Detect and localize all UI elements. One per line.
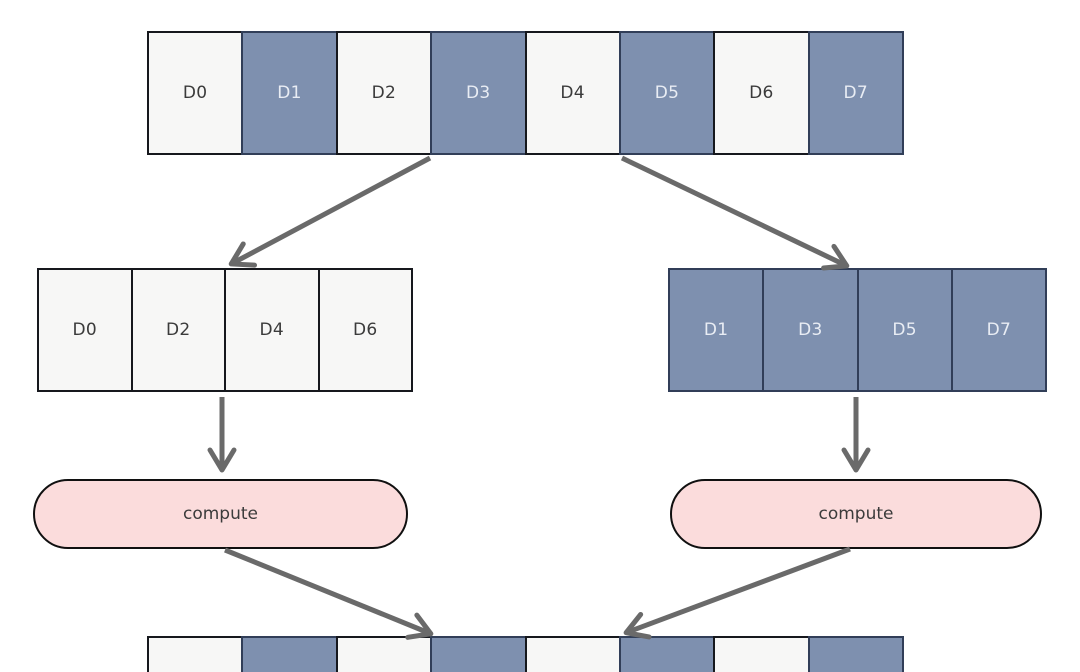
even-elements-array: D0 D2 D4 D6 — [37, 268, 413, 392]
array-cell — [430, 636, 527, 672]
cell-right-d3: D3 — [762, 268, 859, 392]
array-cell — [713, 636, 810, 672]
interleaved-array-top: D0 D1 D2 D3 D4 D5 D6 D7 — [147, 31, 904, 155]
cell-left-d6: D6 — [317, 268, 413, 392]
array-cell — [524, 636, 621, 672]
array-cell — [618, 636, 716, 672]
cell-right-d7: D7 — [950, 268, 1047, 392]
cell-top-d7: D7 — [807, 31, 904, 155]
compute-label: compute — [818, 504, 894, 524]
array-cell — [241, 636, 338, 672]
compute-node-left: compute — [33, 479, 408, 549]
arrow-top-to-even-array — [228, 155, 432, 268]
compute-label: compute — [183, 504, 258, 524]
arrow-compute-left-to-result — [224, 547, 434, 640]
cell-left-d2: D2 — [130, 268, 226, 392]
arrow-compute-right-to-result — [623, 546, 851, 640]
array-cell — [147, 636, 244, 672]
array-cell — [807, 636, 904, 672]
cell-top-d1: D1 — [241, 31, 338, 155]
compute-node-right: compute — [670, 479, 1042, 549]
cell-top-d3: D3 — [430, 31, 527, 155]
cell-top-d4: D4 — [524, 31, 621, 155]
cell-top-d5: D5 — [618, 31, 716, 155]
cell-right-d1: D1 — [668, 268, 765, 392]
odd-elements-array: D1 D3 D5 D7 — [668, 268, 1047, 392]
cell-top-d2: D2 — [335, 31, 433, 155]
cell-left-d4: D4 — [224, 268, 320, 392]
cell-right-d5: D5 — [856, 268, 953, 392]
array-cell — [335, 636, 433, 672]
cell-left-d0: D0 — [37, 268, 133, 392]
result-array-bottom — [147, 636, 904, 672]
cell-top-d0: D0 — [147, 31, 244, 155]
cell-top-d6: D6 — [713, 31, 810, 155]
arrow-top-to-odd-array — [620, 155, 850, 271]
